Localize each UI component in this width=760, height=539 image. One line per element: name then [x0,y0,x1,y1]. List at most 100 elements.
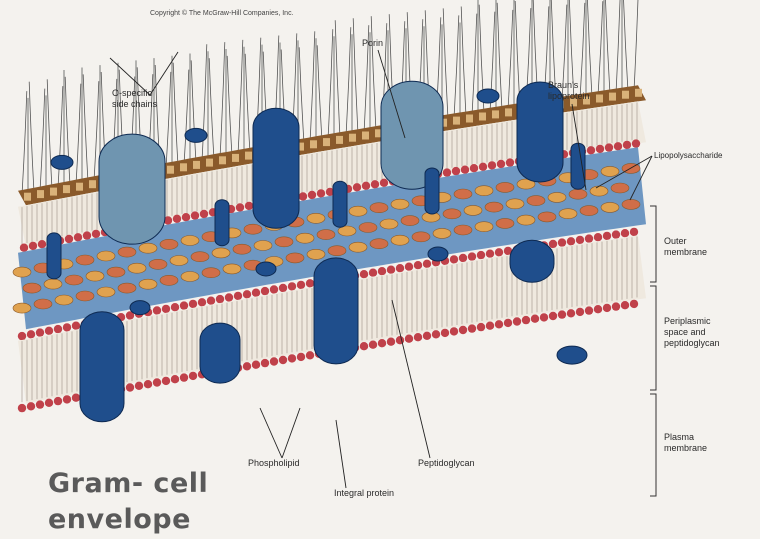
plasma-outer-headgroup [306,279,314,287]
label-outer-membrane: Outer membrane [664,236,707,258]
lps-sugar-unit [167,166,174,174]
lps-sugar-unit [453,117,460,125]
outer-inner-headgroup [92,230,100,238]
lps-sugar-unit [232,154,239,162]
peptidoglycan-subunit [317,230,335,240]
plasma-outer-headgroup [36,328,44,336]
lps-sugar-unit [479,113,486,121]
peptidoglycan-subunit [233,244,251,254]
plasma-inner-headgroup [603,304,611,312]
plasma-outer-headgroup [585,234,593,242]
side-chain-strand [472,14,477,116]
outer-inner-headgroup [443,168,451,176]
label-o-specific-side-chains: O-specific side chains [112,88,157,110]
outer-inner-headgroup [587,146,595,154]
plasma-outer-headgroup [153,306,161,314]
peptidoglycan-subunit [485,202,503,212]
peptidoglycan-subunit [580,206,598,216]
plasma-outer-headgroup [270,285,278,293]
plasma-outer-headgroup [27,330,35,338]
peptidoglycan-subunit [527,196,545,206]
peptidoglycan-subunit [328,246,346,256]
lps-sugar-unit [206,159,213,167]
outer-inner-headgroup [461,166,469,174]
side-chain-strand [346,27,351,136]
lps-sugar-unit [466,115,473,123]
peptidoglycan-subunit [548,192,566,202]
peptidoglycan-subunit [601,166,619,176]
plasma-inner-headgroup [252,361,260,369]
plasma-inner-headgroup [594,305,602,313]
plasma-outer-headgroup [180,301,188,309]
lps-sugar-unit [635,89,642,97]
plasma-outer-headgroup [495,248,503,256]
plasma-inner-headgroup [243,362,251,370]
plasma-outer-headgroup [477,251,485,259]
side-chain-strand [209,58,214,159]
plasma-outer-headgroup [261,287,269,295]
peptidoglycan-subunit [181,272,199,282]
plasma-outer-headgroup [387,266,395,274]
peptidoglycan-subunit [307,213,325,223]
peptidoglycan-subunit [76,255,94,265]
peptidoglycan-subunit [496,218,514,228]
peptidoglycan-subunit [506,199,524,209]
peptidoglycan-subunit [118,247,136,257]
peptidoglycan-subunit [359,223,377,233]
plasma-outer-headgroup [405,263,413,271]
plasma-inner-headgroup [153,378,161,386]
integral-protein [314,258,358,364]
side-chain-strand [353,18,358,134]
peptidoglycan-subunit [601,202,619,212]
copyright-notice: Copyright © The McGraw-Hill Companies, I… [150,10,294,17]
porin-protein [99,134,165,244]
lps-sugar-unit [63,185,70,193]
plasma-outer-headgroup [360,270,368,278]
side-chain-strand [299,47,304,143]
peptidoglycan-subunit [44,279,62,289]
side-chain-strand [227,56,232,156]
plasma-outer-headgroup [450,255,458,263]
plasma-inner-headgroup [396,336,404,344]
label-brauns-lipoprotein: Braun's lipoprotein [548,80,590,102]
peptidoglycan-subunit [13,303,31,313]
outer-inner-headgroup [362,182,370,190]
layer-bracket [650,286,656,390]
peptidoglycan-subunit [107,267,125,277]
plasma-outer-headgroup [45,327,53,335]
peptidoglycan-subunit [475,222,493,232]
plasma-inner-headgroup [144,380,152,388]
plasma-inner-headgroup [441,329,449,337]
plasma-inner-headgroup [549,312,557,320]
peptidoglycan-subunit [139,243,157,253]
plasma-outer-headgroup [396,264,404,272]
peptidoglycan-subunit [349,206,367,216]
plasma-inner-headgroup [477,323,485,331]
plasma-outer-headgroup [243,290,251,298]
peptidoglycan-subunit [286,253,304,263]
plasma-outer-headgroup [234,292,242,300]
lps-sugar-unit [76,183,83,191]
leader-line [260,408,282,458]
peptidoglycan-subunit [65,275,83,285]
plasma-inner-headgroup [468,324,476,332]
peptidoglycan-subunit [55,295,73,305]
lps-sugar-unit [349,134,356,142]
side-chain-strand [310,31,315,142]
side-chain-strand [22,91,27,195]
peptidoglycan-subunit [370,239,388,249]
lps-sugar-unit [362,132,369,140]
peptidoglycan-subunit [170,256,188,266]
peptidoglycan-subunit [517,215,535,225]
side-chain-strand [40,89,45,192]
plasma-outer-headgroup [423,260,431,268]
outer-inner-headgroup [605,143,613,151]
outer-inner-headgroup [632,139,640,147]
plasma-inner-headgroup [297,353,305,361]
plasma-outer-headgroup [378,267,386,275]
peptidoglycan-subunit [454,225,472,235]
lps-sugar-unit [37,190,44,198]
outer-inner-headgroup [20,244,28,252]
surface-protein [185,128,207,142]
